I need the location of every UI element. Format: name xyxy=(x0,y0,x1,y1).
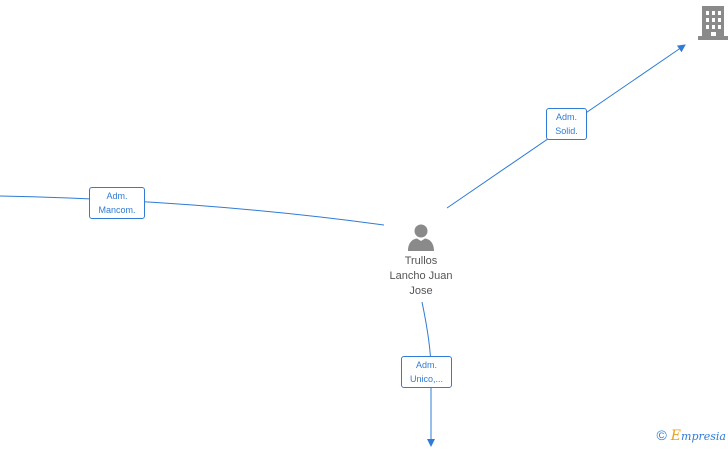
brand-logo-initial: E xyxy=(670,428,682,444)
brand-logo-text: mpresia xyxy=(681,430,726,443)
empresia-watermark: ©Empresia xyxy=(656,426,726,444)
person-name-line: Lancho Juan xyxy=(389,270,453,282)
edge-label-adm-solid[interactable]: Adm. Solid. xyxy=(546,108,587,140)
edge-label-line: Adm. xyxy=(555,112,577,122)
edge-label-adm-mancom[interactable]: Adm. Mancom. xyxy=(89,187,145,219)
edge-label-line: Adm. xyxy=(415,360,437,370)
edge-label-line: Solid. xyxy=(555,126,578,136)
building-icon[interactable] xyxy=(698,4,728,42)
edge-label-line: Mancom. xyxy=(98,205,136,215)
edge-line-adm-mancom xyxy=(0,195,385,226)
person-name-line: Trullos xyxy=(404,255,438,267)
copyright-icon: © xyxy=(656,427,667,443)
edge-label-line: Adm. xyxy=(106,191,128,201)
person-icon xyxy=(408,224,434,251)
person-node[interactable]: Trullos Lancho Juan Jose xyxy=(380,222,462,299)
edge-label-line: Unico,... xyxy=(409,374,443,384)
edge-label-adm-unico[interactable]: Adm. Unico,... xyxy=(401,356,452,388)
person-name-line: Jose xyxy=(409,285,433,297)
